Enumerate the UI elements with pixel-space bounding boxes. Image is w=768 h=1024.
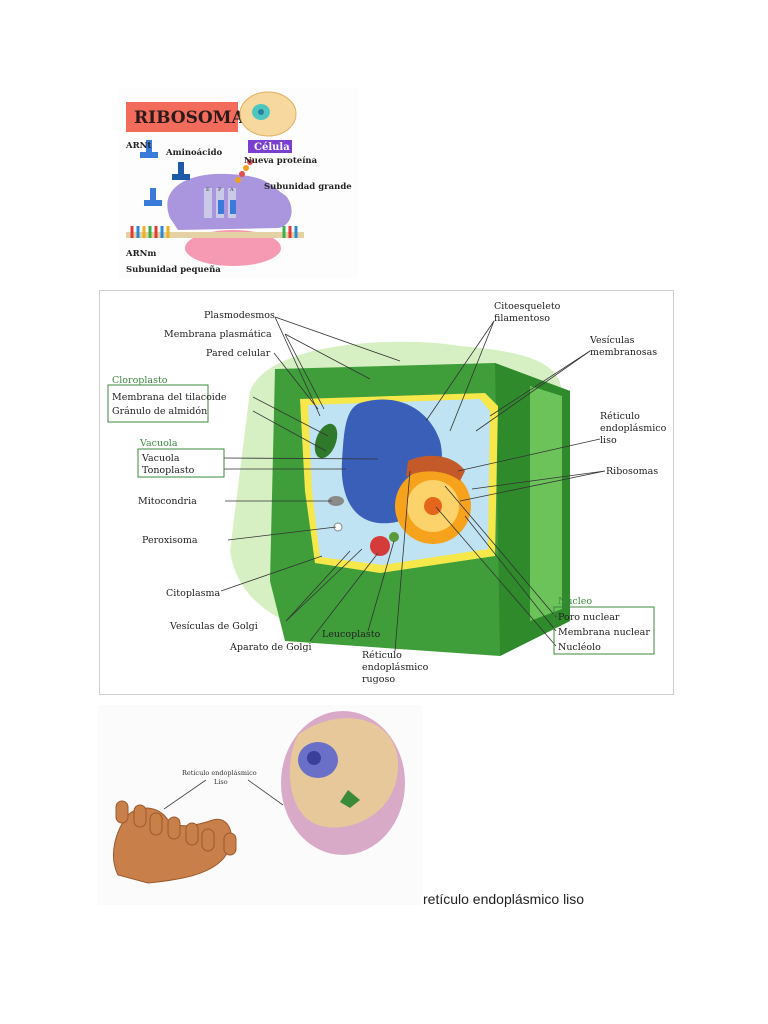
label-membrana-plasmatica: Membrana plasmática	[164, 329, 272, 340]
vacuola-box	[137, 448, 225, 478]
label-reticulo-rugoso-1: Réticulo	[362, 650, 402, 661]
label-vesiculas-golgi: Vesículas de Golgi	[169, 621, 258, 632]
nucleolus	[424, 497, 442, 515]
cloroplasto-box	[107, 384, 209, 423]
label-aminoacid: Aminoácido	[165, 147, 223, 158]
site-a: A	[229, 187, 234, 193]
ser-caption: retículo endoplásmico liso	[423, 891, 585, 907]
cell-label-badge	[248, 140, 292, 153]
label-large-subunit: Subunidad grande	[264, 182, 352, 192]
label-reticulo-liso-2: endoplásmico	[600, 423, 667, 434]
site-e: E	[206, 187, 210, 193]
label-citoesqueleto-1: Citoesqueleto	[494, 301, 561, 312]
ribosome-diagram: RIBOSOMA Célula	[125, 91, 352, 275]
rough-er	[406, 455, 465, 481]
ser-label-2: Liso	[214, 778, 228, 786]
ribosome-figure: RIBOSOMA Célula	[118, 88, 358, 278]
label-small-subunit: Subunidad pequeña	[126, 264, 221, 275]
label-citoesqueleto-2: filamentoso	[494, 313, 550, 324]
plant-cell-diagram: Plasmodesmos Membrana plasmática Pared c…	[107, 301, 667, 685]
ribosome-title: RIBOSOMA	[134, 108, 245, 128]
label-arnm: ARNm	[125, 249, 156, 259]
nucleo-header: Núcleo	[558, 596, 592, 607]
nucleo-item-1: Poro nuclear	[558, 612, 620, 623]
vacuola-header: Vacuola	[139, 438, 178, 449]
label-new-protein: Nueva proteína	[244, 155, 318, 166]
label-reticulo-liso-1: Réticulo	[600, 411, 640, 422]
plant-cell-figure: Plasmodesmos Membrana plasmática Pared c…	[99, 290, 674, 695]
mitochondria	[328, 496, 344, 506]
label-vesiculas-membranosas-2: membranosas	[590, 347, 657, 358]
cell-label: Célula	[254, 142, 290, 153]
label-reticulo-liso-3: liso	[600, 435, 617, 446]
site-p: P	[218, 187, 222, 193]
nucleo-item-2: Membrana nuclear	[558, 627, 650, 638]
label-reticulo-rugoso-3: rugoso	[362, 674, 395, 685]
small-subunit	[185, 230, 281, 266]
new-protein-chain	[235, 159, 253, 183]
ribosome-title-banner	[126, 102, 238, 132]
vacuola-item-1: Vacuola	[141, 453, 180, 464]
golgi-apparatus	[370, 536, 390, 556]
label-peroxisoma: Peroxisoma	[142, 535, 198, 546]
cloroplasto-header: Cloroplasto	[112, 375, 168, 386]
ser-label-1: Retículo endoplásmico	[182, 769, 257, 777]
smooth-er-tubes	[112, 800, 237, 884]
label-arnt: ARNt	[125, 141, 151, 151]
nucleo-box	[553, 606, 655, 655]
trna-molecules	[140, 140, 236, 218]
leucoplast	[389, 532, 399, 542]
cloroplasto-item-2: Gránulo de almidón	[112, 406, 207, 417]
label-leucoplasto: Leucoplasto	[322, 629, 381, 640]
label-ribosomas: Ribosomas	[606, 466, 658, 477]
label-mitocondria: Mitocondria	[138, 496, 197, 507]
vacuola-item-2: Tonoplasto	[142, 465, 195, 476]
leader-lines	[220, 316, 606, 652]
label-pared-celular: Pared celular	[206, 348, 271, 359]
label-reticulo-rugoso-2: endoplásmico	[362, 662, 429, 673]
smooth-er-figure: Retículo endoplásmico Liso	[98, 705, 422, 905]
label-plasmodesmos: Plasmodesmos	[204, 310, 275, 321]
cloroplasto-item-1: Membrana del tilacoide	[112, 392, 227, 403]
label-citoplasma: Citoplasma	[166, 588, 221, 599]
nucleo-item-3: Nucléolo	[558, 642, 601, 653]
mrna-strand	[126, 226, 304, 238]
smooth-er-diagram: Retículo endoplásmico Liso	[112, 711, 405, 884]
label-vesiculas-membranosas-1: Vesículas	[589, 335, 635, 346]
label-aparato-golgi: Aparato de Golgi	[229, 642, 312, 653]
